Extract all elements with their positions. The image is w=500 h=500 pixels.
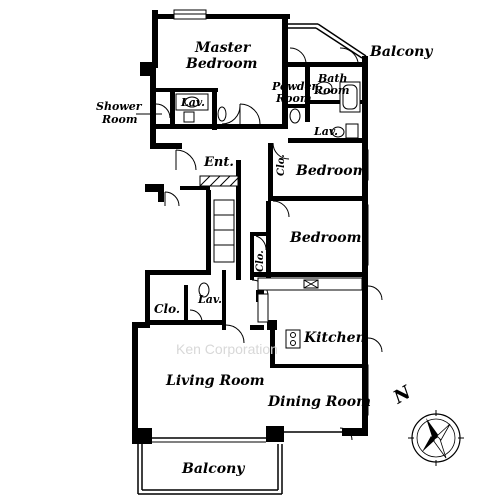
powder-room-label-line1: Powder <box>271 80 318 93</box>
dining-room-label: Dining Room <box>267 394 371 410</box>
closet-1-label: Clo. <box>276 154 287 176</box>
balcony-bottom-label: Balcony <box>181 461 245 477</box>
bath-room-label-line1: Bath <box>317 72 348 85</box>
bath-room-label-line2: Room <box>313 84 349 97</box>
fixtures <box>175 81 363 349</box>
balcony-top-label: Balcony <box>369 44 433 60</box>
shower-room-label-line2: Room <box>101 113 137 126</box>
master-bedroom-label-line2: Bedroom <box>185 56 257 72</box>
shower-room-label-line1: Shower <box>96 100 143 113</box>
living-room-label: Living Room <box>165 373 265 389</box>
entrance-label: Ent. <box>203 155 234 170</box>
kitchen-label: Kitchen <box>303 330 366 346</box>
watermark: Ken Corporation <box>176 341 278 357</box>
lav-living-label: Lav. <box>197 293 222 306</box>
powder-room-label-line2: Room <box>275 92 311 105</box>
bedroom-2-label: Bedroom <box>289 230 361 246</box>
room-labels: Master Bedroom Balcony Powder Room Bath … <box>96 40 433 477</box>
bedroom-1-label: Bedroom <box>295 163 367 179</box>
compass-rose-icon: N <box>389 381 464 466</box>
master-bedroom-label-line1: Master <box>194 40 252 56</box>
closet-2-label: Clo. <box>255 250 266 272</box>
lav-master-label: Lav. <box>180 96 205 109</box>
walls <box>132 9 369 495</box>
closet-3-label: Clo. <box>154 302 180 316</box>
lav-bath-label: Lav. <box>313 125 338 138</box>
compass-north-label: N <box>389 381 416 409</box>
